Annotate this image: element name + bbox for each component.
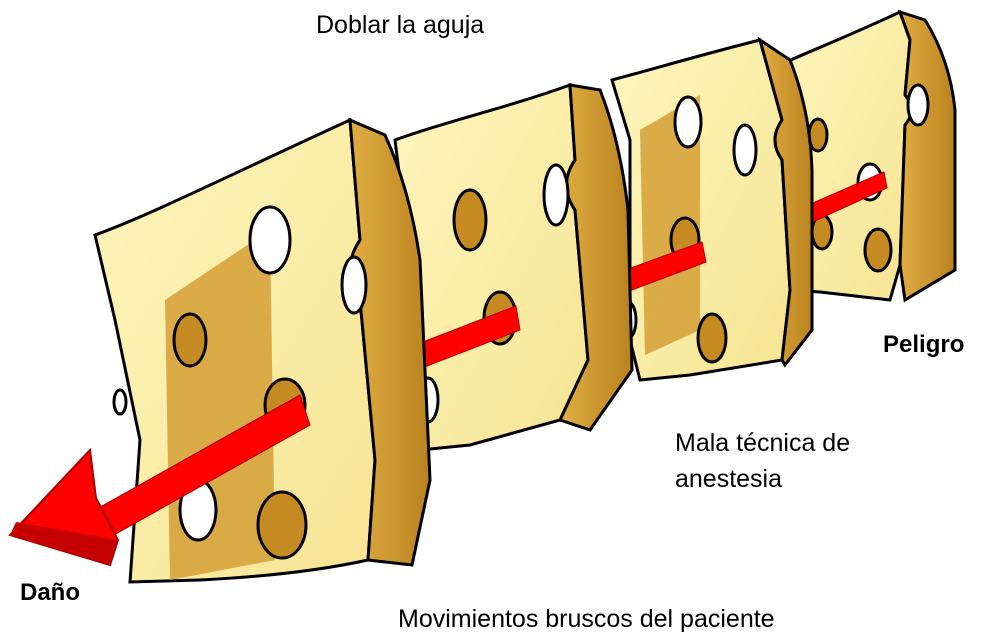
cheese-slice-2 [395, 85, 632, 450]
cheese-slice-4-side [900, 12, 955, 300]
cheese-hole [734, 125, 756, 175]
label-needle-bending: Doblar la aguja [316, 10, 484, 40]
cheese-hole [114, 390, 126, 414]
label-poor-anesthesia-technique-2: anestesia [675, 464, 782, 494]
cheese-hole [454, 190, 486, 250]
cheese-hole [908, 85, 928, 125]
cheese-hole [250, 207, 290, 273]
cheese-hole [342, 257, 366, 313]
cheese-hole [865, 229, 891, 271]
cheese-slice-3 [612, 40, 812, 380]
cheese-hole [544, 165, 568, 225]
label-hazard: Peligro [883, 330, 964, 360]
label-harm: Daño [20, 578, 80, 608]
cheese-hole [258, 492, 306, 558]
label-poor-anesthesia-technique-1: Mala técnica de [675, 428, 850, 458]
cheese-hole [675, 97, 701, 147]
cheese-hole [174, 314, 206, 366]
label-sudden-patient-movements: Movimientos bruscos del paciente [398, 604, 775, 634]
cheese-hole [698, 314, 726, 362]
